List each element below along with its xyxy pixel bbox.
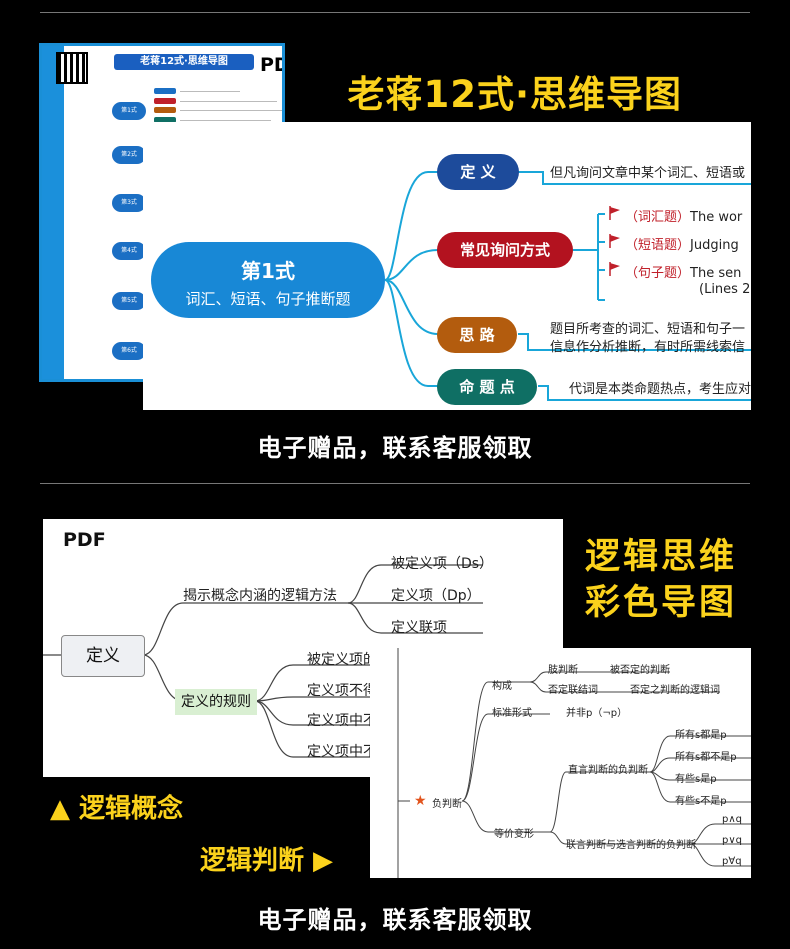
map3-root: 负判断	[432, 799, 462, 810]
map3-direct-item: 所有s都是p	[675, 730, 727, 741]
branch-ask: 常见询问方式	[437, 232, 573, 268]
thumb-row-line	[180, 110, 282, 111]
map2-connectors	[43, 564, 483, 758]
approach-text-2: 信息作分析推断，有时所需线索信	[550, 340, 746, 355]
map3-equiv: 等价变形	[494, 829, 534, 840]
section1-heading: 老蒋12式·思维导图	[347, 73, 682, 116]
thumb-pdf-label: PDF	[260, 54, 282, 76]
ask-text-3: The sen	[690, 266, 742, 281]
map3-direct-item: 所有s都不是p	[675, 752, 737, 763]
ask-tag-1: （词汇题）	[625, 210, 691, 225]
thumb-row-tag	[154, 97, 176, 104]
caption-logic-judgment: 逻辑判断 ▶	[200, 846, 334, 876]
map3-structure-item: 被否定的判断	[610, 665, 670, 676]
map3-compound-item: p∧q	[722, 814, 743, 825]
map2-branch-b-item: 定义项中不	[307, 713, 377, 729]
map2-branch-b-item: 定义项中不	[307, 744, 377, 760]
mindmap-card: 第1式 词汇、短语、句子推断题 定 义 但凡询问文章中某个词汇、短语或 常见询问…	[143, 122, 751, 410]
map2-branch-b: 定义的规则	[175, 689, 257, 715]
map2-branch-a-item: 定义项（Dp）	[391, 588, 481, 604]
map3-compound: 联言判断与选言判断的负判断	[566, 840, 696, 851]
branch-definition: 定 义	[437, 154, 519, 190]
flag-icon	[609, 234, 620, 248]
flag-icon	[609, 206, 620, 220]
center-node: 第1式 词汇、短语、句子推断题	[151, 242, 385, 318]
thumb-row-line	[180, 100, 277, 102]
thumb-node: 第5式	[112, 292, 146, 310]
focus-text: 代词是本类命题热点，考生应对	[569, 382, 751, 397]
ask-item-3-extra: (Lines 2-	[699, 282, 751, 297]
map2-branch-a: 揭示概念内涵的逻辑方法	[183, 588, 337, 604]
divider-top	[40, 12, 750, 13]
ask-item-3: （句子题）The sen	[625, 262, 741, 281]
thumb-row-line	[180, 91, 240, 92]
thumb-title: 老蒋12式·思维导图	[114, 54, 254, 70]
branch-approach: 思 路	[437, 317, 517, 353]
center-node-subtitle: 词汇、短语、句子推断题	[185, 290, 351, 308]
map3-compound-item: p∀q	[722, 856, 742, 867]
section1-note: 电子赠品，联系客服领取	[257, 434, 533, 462]
definition-text: 但凡询问文章中某个词汇、短语或	[550, 166, 746, 181]
flag-icon	[609, 262, 620, 276]
map3-direct: 直言判断的负判断	[568, 765, 648, 776]
thumb-node: 第2式	[112, 146, 146, 164]
ask-item-1: （词汇题）The wor	[625, 206, 742, 225]
center-node-title: 第1式	[241, 259, 295, 283]
ask-tag-3: （句子题）	[625, 266, 691, 281]
ask-text-1: The wor	[690, 210, 743, 225]
map2-branch-b-item: 定义项不得	[307, 683, 377, 699]
map3-compound-item: p∨q	[722, 835, 743, 846]
map3-structure: 构成	[492, 681, 512, 692]
section2-heading-line2: 彩色导图	[585, 583, 738, 623]
star-icon: ★	[414, 793, 427, 809]
thumb-row-tag	[154, 88, 176, 94]
map3-structure-item: 否定联结词	[548, 685, 598, 696]
thumb-row-tag	[154, 116, 176, 123]
thumb-node: 第3式	[112, 194, 146, 212]
qr-code-icon	[56, 52, 88, 84]
thumb-node: 第6式	[112, 342, 146, 360]
map2-branch-a-item: 定义联项	[391, 620, 447, 636]
section2-heading-line1: 逻辑思维	[585, 537, 738, 577]
ask-text-2: Judging	[690, 238, 739, 253]
branch-focus: 命 题 点	[437, 369, 537, 405]
map3-direct-item: 有些s是p	[675, 774, 717, 785]
map3-standard: 标准形式	[492, 708, 532, 719]
section2-note: 电子赠品，联系客服领取	[257, 906, 533, 934]
map2-pdf-label: PDF	[63, 529, 106, 551]
ask-tag-2: （短语题）	[625, 238, 691, 253]
caption-logic-concept: ▲ 逻辑概念	[50, 794, 184, 824]
thumb-side-bar	[42, 46, 64, 379]
thumb-node: 第1式	[112, 102, 146, 120]
divider-middle	[40, 483, 750, 484]
map3-structure-item: 肢判断	[548, 665, 578, 676]
map3-direct-item: 有些s不是p	[675, 796, 727, 807]
thumb-node: 第4式	[112, 242, 146, 260]
map2-branch-b-item: 被定义项的	[307, 652, 377, 668]
thumb-row-tag	[154, 107, 176, 113]
map2-branch-a-item: 被定义项（Ds）	[391, 556, 494, 572]
map2-root: 定义	[61, 635, 145, 677]
logic-judgment-map: ★ 负判断 构成 肢判断 被否定的判断 否定联结词 否定之判断的逻辑词 标准形式…	[370, 648, 751, 878]
map3-standard-value: 并非p（¬p）	[566, 708, 628, 719]
map3-connectors	[397, 648, 751, 878]
mindmap-connectors	[384, 171, 751, 401]
approach-text-1: 题目所考查的词汇、短语和句子一	[550, 322, 746, 337]
ask-item-2: （短语题）Judging	[625, 234, 739, 253]
thumb-row-line	[180, 119, 271, 121]
map3-structure-item: 否定之判断的逻辑词	[630, 685, 720, 696]
